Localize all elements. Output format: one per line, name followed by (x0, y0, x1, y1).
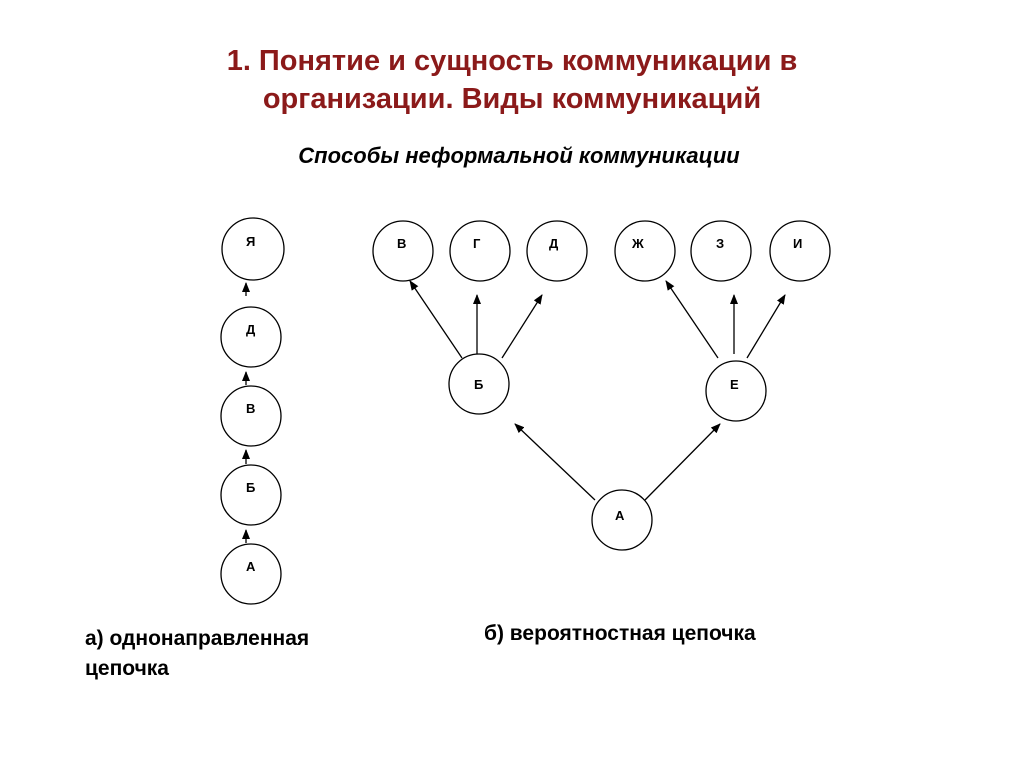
chain-b-node-i-label: И (793, 236, 802, 251)
chain-b: А Б Е В Г Д (372, 220, 831, 551)
chain-b-node-e-label: Е (730, 377, 739, 392)
chain-b-node-b: Б (448, 353, 510, 415)
chain-b-node-b-label: Б (474, 377, 483, 392)
slide-title-line-1: 1. Понятие и сущность коммуникации в (226, 45, 798, 77)
slide-title-line-2: организации. Виды коммуникаций (262, 83, 762, 115)
chain-a-node-b: Б (220, 464, 282, 526)
chain-b-node-g-label: Г (473, 236, 481, 251)
chain-a-node-a-label: А (246, 559, 256, 574)
slide-title: 1. Понятие и сущность коммуникации в орг… (112, 42, 912, 118)
chain-b-arrow-e-zh (665, 280, 719, 359)
chain-b-arrow-a-b (514, 423, 596, 501)
chain-b-node-e: Е (705, 360, 767, 422)
chain-b-node-root: А (591, 489, 653, 551)
chain-b-node-d: Д (526, 220, 588, 282)
chain-b-node-zh-label: Ж (631, 236, 644, 251)
chain-a-caption-line-2: цепочка (85, 657, 169, 680)
chain-a-node-v-label: В (246, 401, 255, 416)
chain-b-node-root-label: А (615, 508, 625, 523)
chain-a-caption-line-1: а) однонаправленная (85, 627, 310, 650)
chain-b-node-i: И (769, 220, 831, 282)
chain-b-node-z-label: З (716, 236, 724, 251)
chain-a-node-d: Д (220, 306, 282, 368)
chain-b-caption: б) вероятностная цепочка (484, 622, 756, 645)
chain-a-node-a: А (220, 543, 282, 605)
chain-b-arrow-b-v (409, 280, 463, 359)
chain-b-node-zh: Ж (614, 220, 676, 282)
chain-a-node-d-label: Д (246, 322, 256, 337)
chain-b-node-v-label: В (397, 236, 406, 251)
chain-a-node-v: В (220, 385, 282, 447)
chain-b-arrow-b-d (501, 294, 543, 359)
chain-b-node-d-label: Д (549, 236, 559, 251)
chain-a-node-b-label: Б (246, 480, 255, 495)
chain-b-node-z: З (690, 220, 752, 282)
chain-b-node-v: В (372, 220, 434, 282)
chain-a-node-ya: Я (221, 217, 285, 281)
chain-b-node-g: Г (449, 220, 511, 282)
chain-b-arrow-a-e (644, 423, 721, 501)
slide-subtitle: Способы неформальной коммуникации (298, 143, 740, 168)
chain-a: А Б В Д Я (220, 217, 285, 605)
chain-a-node-ya-label: Я (246, 234, 255, 249)
chain-a-caption: а) однонаправленная цепочка (85, 624, 309, 684)
chain-b-arrow-e-i (746, 294, 786, 359)
